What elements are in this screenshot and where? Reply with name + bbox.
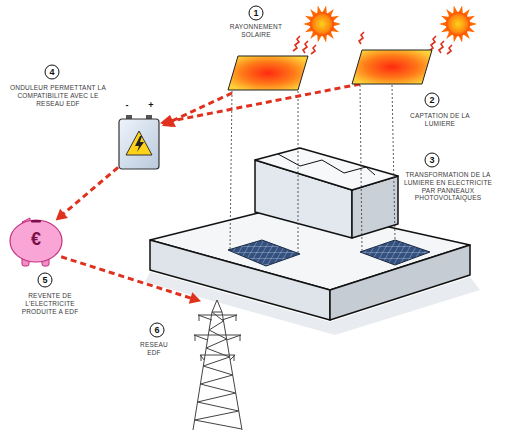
pylon-frame [193, 300, 242, 430]
arrowhead [189, 292, 201, 303]
flow-arrow [160, 84, 360, 127]
callout-number: 3 [425, 155, 439, 165]
photovoltaic-panel [360, 240, 430, 265]
callout-number: 1 [249, 8, 263, 18]
sun [310, 12, 334, 36]
callout-label: TRANSFORMATION DE LA LUMIERE EN ELECTRIC… [400, 171, 496, 202]
callout-circles [38, 6, 439, 337]
capture-panel-shape [352, 50, 432, 84]
power-pylon-shape [190, 300, 245, 432]
callout-number: 6 [150, 325, 164, 335]
sun-rays [303, 6, 341, 43]
piggy-bank: €REVENTE DE L'ELECTRICITE PRODUITE A EDF [8, 212, 64, 268]
flow-arrow [61, 257, 201, 304]
inverter-part [119, 119, 159, 169]
sun [446, 12, 470, 36]
callout-number: 2 [425, 95, 439, 105]
light-capture-panel [352, 50, 432, 84]
callout-label: RESEAU EDF [133, 341, 175, 357]
terminal-sign: + [147, 100, 155, 110]
dashed-connector [63, 167, 119, 214]
capture-panel: CAPTATION DE LA LUMIERE [352, 50, 432, 84]
inverter-box: ONDULEUR PERMETTANT LA COMPATIBILITE AVE… [118, 118, 160, 170]
callout-label: CAPTATION DE LA LUMIERE [402, 112, 478, 128]
power-pylon: RESEAU EDF [190, 300, 245, 432]
euro-sign: € [8, 229, 64, 249]
photovoltaic-panel [228, 240, 300, 266]
arrowhead [160, 115, 172, 127]
inverter-part [135, 136, 144, 152]
callout-label: ONDULEUR PERMETTANT LA COMPATIBILITE AVE… [10, 84, 106, 107]
projection-lines [230, 85, 395, 253]
flow-arrow [56, 167, 118, 220]
inverter-box-shape [118, 118, 160, 170]
dashed-connector [169, 84, 360, 122]
piggy-bank-part [31, 220, 41, 223]
arrowhead [56, 209, 68, 221]
terminal-sign: - [123, 100, 131, 110]
callout-number: 4 [45, 67, 59, 77]
dashed-connector [61, 257, 192, 299]
pylon-lattice [193, 300, 242, 430]
suns [303, 6, 477, 43]
callout-label: REVENTE DE L'ELECTRICITE PRODUITE A EDF [8, 292, 92, 315]
sun-rays [439, 6, 477, 43]
inverter-part [126, 131, 152, 155]
callout-number: 5 [38, 275, 52, 285]
callout-label: RAYONNEMENT SOLAIRE [216, 23, 296, 39]
light-capture-panel [228, 56, 308, 90]
